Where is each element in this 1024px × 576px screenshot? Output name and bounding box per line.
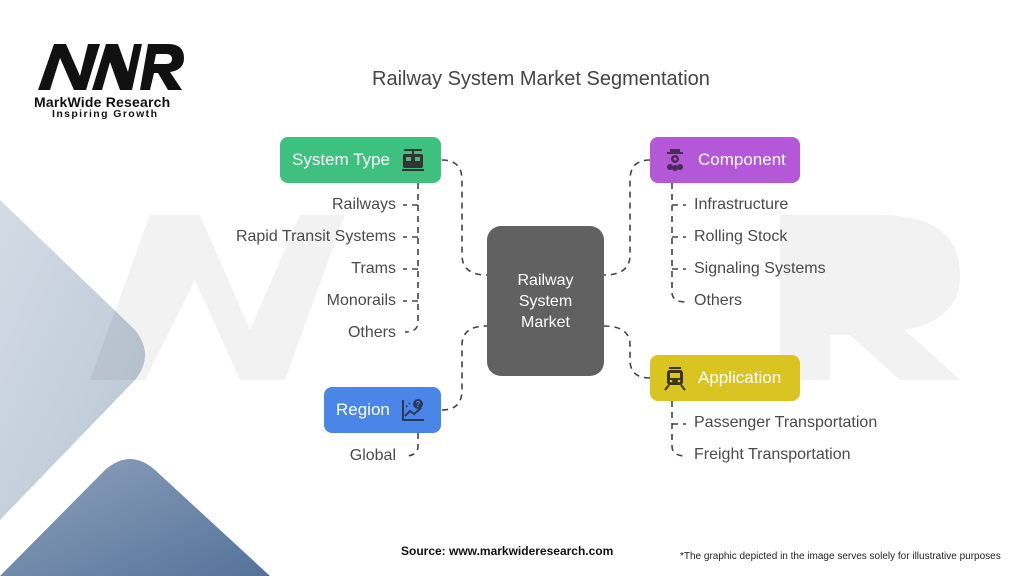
brand-name: MarkWide Research [34, 94, 171, 110]
watermark [90, 215, 960, 380]
segment-label: Application [698, 368, 782, 387]
center-node: Railway System Market [487, 226, 604, 376]
connector-region [441, 325, 488, 411]
system-type-item: Trams [351, 260, 396, 277]
component-item: Others [694, 292, 743, 309]
brand-tagline: Inspiring Growth [52, 108, 159, 120]
page-title: Railway System Market Segmentation [372, 68, 710, 90]
chart-question-icon: ? [401, 399, 424, 421]
system-type-item: Monorails [326, 292, 396, 309]
center-label-line3: Market [521, 313, 570, 331]
connector-application [603, 325, 651, 379]
svg-text:?: ? [415, 400, 420, 409]
component-item: Infrastructure [694, 196, 789, 213]
segment-label: System Type [292, 150, 390, 169]
component-item: Rolling Stock [694, 228, 788, 245]
segment-label: Region [336, 400, 390, 419]
segment-component: Component [650, 137, 800, 183]
segment-system-type: System Type [280, 137, 441, 183]
train-icon [664, 367, 686, 391]
tram-icon [401, 149, 424, 171]
connector-component [603, 159, 651, 276]
system-type-item: Rapid Transit Systems [235, 228, 396, 245]
connector-region-items [404, 433, 419, 457]
connector-system-type-items [404, 183, 419, 333]
deco-shape-light [0, 200, 145, 520]
segment-application: Application [650, 355, 800, 401]
system-type-item: Railways [331, 196, 396, 213]
brand-logo-icon [38, 44, 184, 90]
segment-region: Region ? [324, 387, 441, 433]
component-item: Signaling Systems [694, 260, 826, 277]
system-type-item: Others [347, 324, 396, 341]
center-label-line2: System [518, 292, 573, 310]
application-item: Passenger Transportation [694, 414, 878, 431]
deco-shape-dark [0, 459, 270, 576]
source-text: Source: www.markwideresearch.com [401, 544, 614, 558]
application-item: Freight Transportation [694, 446, 851, 463]
center-label-line1: Railway [517, 271, 574, 289]
connector-application-items [671, 401, 687, 457]
segment-label: Component [698, 150, 786, 169]
component-icon [667, 149, 683, 171]
connector-component-items [671, 183, 687, 303]
disclaimer-text: *The graphic depicted in the image serve… [680, 551, 1001, 562]
region-item: Global [349, 447, 396, 464]
connector-system-type [441, 159, 488, 276]
